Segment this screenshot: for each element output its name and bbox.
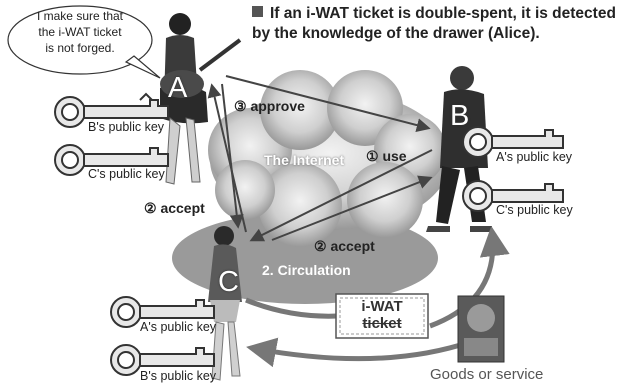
bubble-line-3: is not forged. (45, 41, 115, 55)
headline: If an i-WAT ticket is double-spent, it i… (252, 4, 616, 44)
arrow-c-to-ticket (245, 297, 339, 319)
key-label-b1: A's public key (496, 150, 573, 164)
goods-label: Goods or service (430, 366, 544, 383)
person-a-label: A (168, 72, 188, 104)
bullet-square-icon (252, 6, 263, 17)
headline-line-2: by the knowledge of the drawer (Alice). (252, 25, 540, 42)
ticket-line-1: i-WAT (361, 298, 403, 315)
goods-box-shape (457, 295, 505, 363)
key-shape-a1 (54, 92, 169, 128)
key-label-a2: C's public key (88, 167, 165, 181)
arrow-accept-left (207, 83, 247, 233)
key-label-a1: B's public key (88, 120, 165, 134)
bubble-line-2: the i-WAT ticket (38, 25, 122, 39)
arrow-ticket-to-b (429, 226, 510, 329)
bubble-line-1: I make sure that (36, 9, 124, 23)
internet-label: The Internet (264, 152, 345, 168)
step-approve-label: ③ approve (234, 98, 305, 114)
key-shape-c2 (110, 344, 215, 376)
speech-bubble-text: I make sure that the i-WAT ticket is not… (14, 8, 146, 56)
speech-bubble-shape (7, 5, 161, 79)
ticket-text: i-WAT ticket (336, 298, 428, 332)
person-c-label: C (218, 266, 239, 298)
person-b-label: B (450, 100, 470, 132)
key-shape-b2 (462, 180, 564, 212)
person-c-figure (208, 226, 242, 381)
arrow-accept-right (271, 175, 433, 241)
step-use-label: ① use (366, 148, 407, 164)
ticket-line-2: ticket (362, 315, 402, 332)
key-label-c1: A's public key (140, 320, 217, 334)
person-a-figure (160, 13, 242, 185)
arrow-approve (225, 75, 431, 132)
arrow-a-to-c (221, 83, 244, 229)
key-shape-c1 (110, 296, 215, 328)
key-shape-a2 (54, 144, 169, 176)
key-label-b2: C's public key (496, 203, 573, 217)
arrow-goods-to-c (246, 337, 471, 368)
circulation-label: 2. Circulation (262, 262, 351, 278)
key-shape-b1 (462, 126, 564, 158)
key-label-c2: B's public key (140, 369, 217, 383)
arrow-use (249, 149, 433, 242)
ticket-shape (335, 293, 429, 339)
step-accept-left-label: ② accept (144, 200, 205, 216)
step-accept-right-label: ② accept (314, 238, 375, 254)
headline-line-1: If an i-WAT ticket is double-spent, it i… (252, 4, 616, 24)
internet-cloud (208, 70, 450, 247)
